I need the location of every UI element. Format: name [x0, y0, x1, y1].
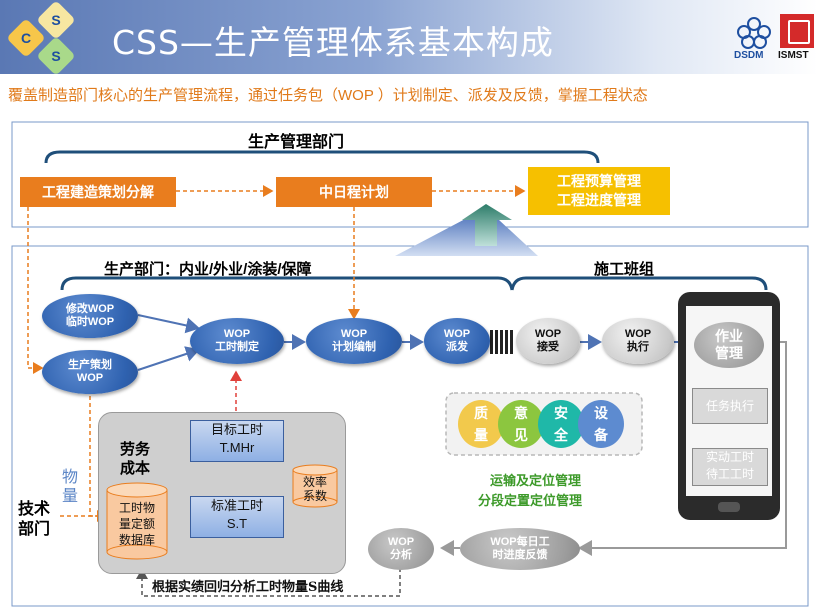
standard-l2: S.T [226, 516, 248, 531]
material-l2: 量 [62, 488, 79, 505]
production-dept-heading: 生产部门：内业/外业/涂装/保障 [104, 261, 312, 278]
q4-l1: 设 [594, 405, 608, 421]
database-icon [106, 482, 168, 560]
receive-l1: WOP [534, 328, 562, 340]
execute-l1: WOP [624, 328, 652, 340]
target-l1: 目标工时 [210, 422, 263, 437]
ismst-logo: ISMST [778, 12, 816, 62]
ismst-text: ISMST [778, 50, 809, 61]
task-execution-box: 任务执行 [692, 388, 768, 424]
plan-l2: WOP [76, 372, 104, 384]
circle-opinion: 意见 [498, 400, 544, 448]
dsdm-logo: DSDM [732, 14, 776, 62]
q2-l1: 意 [514, 405, 528, 421]
header-banner [0, 0, 818, 74]
material-l1: 物 [62, 469, 79, 486]
logo-letter-s1: S [51, 12, 61, 28]
material-label: 物 量 [62, 468, 78, 506]
analysis-l2: 分析 [390, 549, 412, 561]
css-logo: C S S [6, 0, 88, 76]
transport-label: 运输及定位管理 [490, 473, 582, 488]
q3-l2: 全 [554, 427, 568, 443]
eff-l2: 系数 [302, 489, 327, 503]
dsdm-text: DSDM [734, 50, 764, 61]
dsdm-emblem-icon [737, 17, 771, 49]
analysis-l1: WOP [387, 536, 415, 548]
database-cylinder: 工时物 量定额 数据库 [106, 482, 168, 560]
top-heading: 生产管理部门 [248, 134, 345, 151]
subtitle: 覆盖制造部门核心的生产管理流程，通过任务包（WOP ）计划制定、派发及反馈，掌握… [8, 87, 648, 104]
work-l2: 管理 [715, 345, 743, 361]
standard-l1: 标准工时 [210, 498, 263, 513]
dispatch-l1: WOP [443, 328, 471, 340]
hours-l1: WOP [223, 328, 251, 340]
progress-label: 工程进度管理 [557, 192, 641, 208]
modify-l2: 临时WOP [65, 316, 115, 328]
phone-home-button [718, 502, 740, 512]
db-l2: 量定额 [118, 517, 155, 531]
execute-l2: 执行 [627, 341, 649, 353]
labor-l2: 成本 [120, 460, 151, 477]
circle-quality: 质量 [458, 400, 504, 448]
tech-dept-label: 技术 部门 [18, 500, 50, 540]
dispatch-l2: 派发 [446, 341, 468, 353]
box-mid-schedule: 中日程计划 [276, 177, 432, 207]
q2-l2: 见 [514, 427, 528, 443]
efficiency-cylinder: 效率 系数 [292, 464, 338, 508]
feedback-l2: 时进度反馈 [492, 549, 548, 561]
db-l1: 工时物 [118, 501, 155, 515]
box-budget-progress: 工程预算管理 工程进度管理 [528, 167, 670, 215]
hours-l2: 工时制定 [215, 341, 259, 353]
ismst-emblem-icon [780, 14, 814, 48]
eff-l1: 效率 [302, 475, 327, 489]
target-l2: T.MHr [219, 440, 255, 455]
circle-daily-feedback: WOP每日工时进度反馈 [460, 528, 580, 570]
box-project-planning: 工程建造策划分解 [20, 177, 176, 207]
circle-safety: 安全 [538, 400, 584, 448]
cylinder-icon [292, 464, 338, 508]
q3-l1: 安 [554, 405, 568, 421]
compile-l2: 计划编制 [332, 341, 376, 353]
block-location-label: 分段定置定位管理 [478, 493, 583, 508]
circle-work-management: 作业管理 [694, 322, 764, 368]
phone-hours-l2: 待工工时 [705, 467, 754, 481]
tech-l1: 技术 [18, 501, 51, 518]
tech-l2: 部门 [18, 521, 51, 538]
regression-note: 根据实绩回归分析工时物量S曲线 [152, 580, 344, 595]
q1-l1: 质 [474, 405, 488, 421]
stripe-transition [490, 330, 513, 354]
standard-hours-box: 标准工时 S.T [190, 496, 284, 538]
q1-l2: 量 [474, 427, 488, 443]
target-hours-box: 目标工时 T.MHr [190, 420, 284, 462]
logo-letter-s2: S [51, 48, 61, 64]
db-l3: 数据库 [118, 533, 155, 547]
feedback-l1: WOP每日工 [490, 536, 550, 548]
hours-box: 实动工时 待工工时 [692, 448, 768, 486]
phone-hours-l1: 实动工时 [705, 450, 754, 464]
labor-cost-label: 劳务 成本 [120, 440, 150, 478]
work-team-heading: 施工班组 [594, 261, 655, 278]
logo-letter-c: C [20, 30, 32, 46]
circle-equipment: 设备 [578, 400, 624, 448]
work-l1: 作业 [715, 328, 743, 344]
budget-label: 工程预算管理 [557, 173, 641, 189]
plan-l1: 生产策划 [68, 359, 112, 371]
compile-l1: WOP [340, 328, 368, 340]
modify-l1: 修改WOP [65, 303, 115, 315]
q4-l2: 备 [594, 427, 608, 443]
labor-l1: 劳务 [120, 441, 151, 458]
receive-l2: 接受 [537, 341, 559, 353]
page-title: CSS—生产管理体系基本构成 [112, 23, 554, 62]
